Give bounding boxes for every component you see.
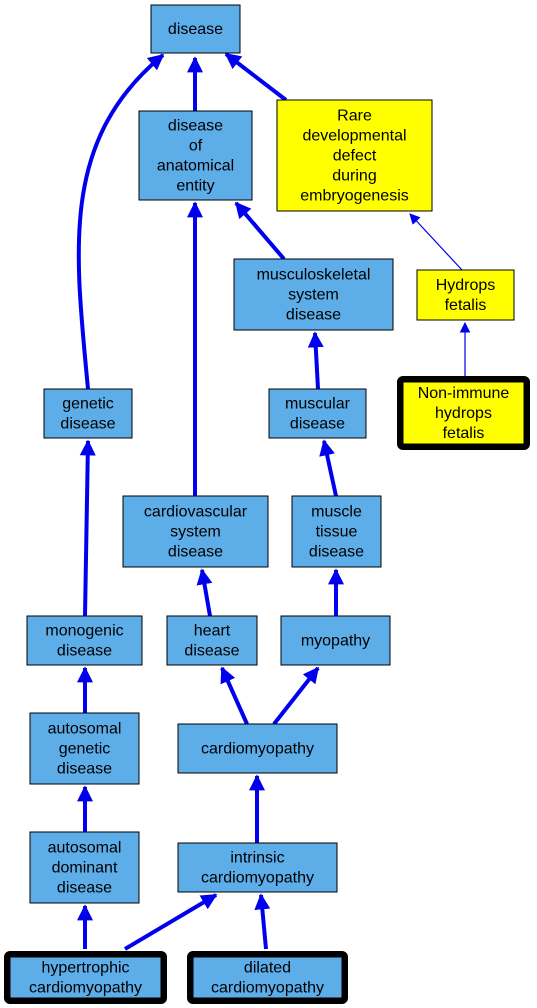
node-label-line: disease xyxy=(309,544,364,561)
node-box xyxy=(26,615,143,666)
node-label-line: monogenic xyxy=(45,623,123,640)
node-rare[interactable]: Rare developmental defect during embryogenes… xyxy=(276,99,433,212)
node-label-line: disease xyxy=(168,544,223,561)
edge-muscletissue-to-muscular xyxy=(319,439,338,497)
node-label-line: disease xyxy=(168,118,223,135)
node-label-line: autosomal xyxy=(48,840,122,857)
node-label-line: genetic xyxy=(59,741,111,758)
node-disease[interactable]: disease xyxy=(150,4,241,54)
node-cardiovascular[interactable]: cardiovascular system disease xyxy=(122,495,269,568)
node-label-line: disease xyxy=(57,643,112,660)
node-dilated[interactable]: dilated cardiomyopathy xyxy=(187,951,348,1004)
node-label-line: cardiovascular xyxy=(144,504,248,521)
node-label-line: musculoskeletal xyxy=(257,267,371,284)
node-label-line: fetalis xyxy=(445,297,487,314)
node-layer: disease disease of anatomical entity Rare deve… xyxy=(4,4,530,1004)
node-label-line: anatomical xyxy=(157,158,234,175)
node-label-line: fetalis xyxy=(443,425,485,442)
edge-dilated-to-intrinsic xyxy=(254,893,271,950)
node-box xyxy=(9,956,162,999)
edge-muscular-to-musculoskeletal xyxy=(307,331,324,390)
edge-genetic-to-disease xyxy=(76,53,165,390)
node-box xyxy=(276,99,433,212)
node-muscletissue[interactable]: muscle tissue disease xyxy=(291,495,382,568)
node-box xyxy=(291,495,382,568)
node-box xyxy=(402,381,525,445)
node-label-line: dominant xyxy=(52,860,118,877)
node-label-line: cardiomyopathy xyxy=(201,870,314,887)
node-label-line: heart xyxy=(194,623,231,640)
node-nonimmune[interactable]: Non-immune hydrops fetalis xyxy=(397,376,530,450)
node-muscular[interactable]: muscular disease xyxy=(268,388,367,439)
node-label-line: developmental xyxy=(302,128,406,145)
node-label-line: during xyxy=(332,168,376,185)
node-box xyxy=(150,4,241,54)
node-label-line: cardiomyopathy xyxy=(211,980,324,997)
node-cardiomyopathy[interactable]: cardiomyopathy xyxy=(177,723,338,774)
node-box xyxy=(233,258,394,331)
node-label-line: disease xyxy=(57,880,112,897)
node-label-line: Hydrops xyxy=(436,277,496,294)
node-box xyxy=(177,723,338,774)
edge-hydrops-to-rare xyxy=(409,213,463,271)
node-label-line: disease xyxy=(290,416,345,433)
node-label-line: muscular xyxy=(285,396,351,413)
node-intrinsic[interactable]: intrinsic cardiomyopathy xyxy=(177,842,338,893)
node-box xyxy=(122,495,269,568)
edge-cardiomyopathy-to-myopathy xyxy=(272,666,320,726)
node-label-line: Non-immune xyxy=(418,385,510,402)
node-label-line: myopathy xyxy=(301,633,370,650)
node-box xyxy=(138,110,253,201)
node-box xyxy=(177,842,338,893)
node-label-line: embryogenesis xyxy=(300,188,409,205)
node-label-line: defect xyxy=(333,148,377,165)
node-genetic[interactable]: genetic disease xyxy=(43,388,133,439)
edge-monogenic-to-genetic xyxy=(79,439,96,617)
node-box xyxy=(43,388,133,439)
node-label-line: entity xyxy=(176,178,214,195)
node-label-line: hypertrophic xyxy=(41,960,129,977)
node-hypertrophic[interactable]: hypertrophic cardiomyopathy xyxy=(4,951,167,1004)
node-label-line: disease xyxy=(184,643,239,660)
edge-rare-to-disease xyxy=(224,52,288,102)
edge-musculoskeletal-to-anatomical xyxy=(234,201,286,261)
node-box xyxy=(268,388,367,439)
node-label-line: disease xyxy=(57,761,112,778)
node-autosomaldominant[interactable]: autosomal dominant disease xyxy=(29,831,140,904)
node-myopathy[interactable]: myopathy xyxy=(280,615,391,666)
node-label-line: of xyxy=(189,138,203,155)
node-label-line: autosomal xyxy=(48,721,122,738)
node-box xyxy=(416,269,515,321)
node-autosomalgenetic[interactable]: autosomal genetic disease xyxy=(29,712,140,785)
node-box xyxy=(280,615,391,666)
node-box xyxy=(29,831,140,904)
node-label-line: system xyxy=(170,524,221,541)
edge-hypertrophic-to-intrinsic xyxy=(123,893,218,951)
node-label-line: dilated xyxy=(244,960,291,977)
node-label-line: cardiomyopathy xyxy=(29,980,142,997)
node-box xyxy=(166,615,258,666)
node-hydrops[interactable]: Hydrops fetalis xyxy=(416,269,515,321)
node-label-line: disease xyxy=(168,21,223,38)
node-label-line: genetic xyxy=(62,396,114,413)
node-anatomical[interactable]: disease of anatomical entity xyxy=(138,110,253,201)
node-monogenic[interactable]: monogenic disease xyxy=(26,615,143,666)
node-label-line: Rare xyxy=(337,108,372,125)
node-box xyxy=(29,712,140,785)
edge-heart-to-cardiovascular xyxy=(196,568,213,617)
node-box xyxy=(192,956,343,999)
node-label-line: disease xyxy=(60,416,115,433)
node-label-line: muscle xyxy=(311,504,362,521)
node-heart[interactable]: heart disease xyxy=(166,615,258,666)
edge-layer xyxy=(76,52,471,951)
node-label-line: hydrops xyxy=(435,405,492,422)
node-label-line: tissue xyxy=(316,524,358,541)
node-label-line: cardiomyopathy xyxy=(201,741,314,758)
node-label-line: disease xyxy=(286,307,341,324)
node-musculoskeletal[interactable]: musculoskeletal system disease xyxy=(233,258,394,331)
node-label-line: intrinsic xyxy=(230,850,284,867)
node-label-line: system xyxy=(288,287,339,304)
edge-cardiomyopathy-to-heart xyxy=(220,666,249,725)
